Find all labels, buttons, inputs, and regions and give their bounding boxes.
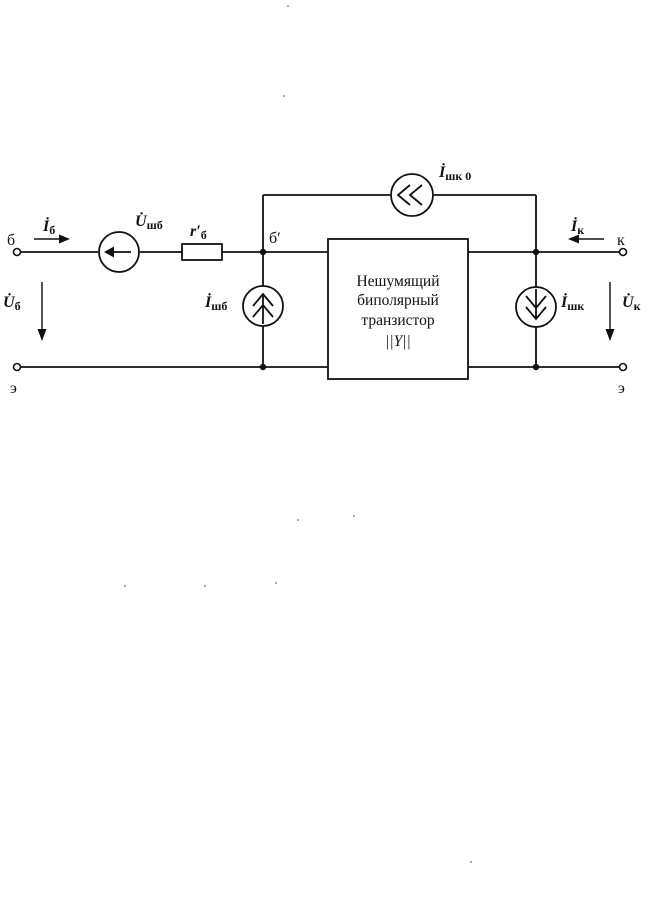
terminal-emitter-right	[618, 362, 628, 372]
voltage-noise-source	[98, 231, 140, 273]
labels: б э к э б′ İб U̇шб r′б U̇б İшб İшк 0 İк	[3, 162, 641, 397]
transistor-box	[327, 238, 469, 380]
label-feedback-noise-current: İшк 0	[438, 162, 471, 183]
label-collector-noise-current: İшк	[560, 292, 584, 313]
terminal-base	[12, 247, 22, 257]
transistor-label-line3: транзистор	[361, 312, 435, 329]
node-label-internal-base: б′	[269, 230, 281, 247]
label-base-noise-voltage: U̇шб	[135, 212, 163, 232]
direction-arrows	[34, 234, 615, 341]
label-base-current: İб	[42, 216, 55, 237]
label-base-noise-current: İшб	[204, 292, 227, 313]
terminal-label-emitter-right: э	[618, 380, 625, 397]
scan-specks	[124, 5, 472, 863]
current-noise-source-base	[242, 285, 284, 327]
label-base-resistance: r′б	[190, 223, 207, 242]
current-noise-source-collector	[515, 286, 557, 328]
wires	[20, 194, 620, 368]
label-base-voltage: U̇б	[3, 293, 21, 313]
transistor-label-line1: Нешумящий	[356, 273, 439, 290]
junction-dots	[259, 248, 540, 371]
terminal-collector	[618, 247, 628, 257]
terminal-label-emitter-left: э	[10, 380, 17, 397]
current-noise-source-feedback	[390, 173, 434, 217]
label-collector-voltage: U̇к	[622, 293, 641, 313]
terminal-emitter-left	[12, 362, 22, 372]
transistor-label-line2: биполярный	[357, 292, 439, 309]
terminal-label-base: б	[7, 232, 15, 249]
label-collector-current: İк	[570, 216, 584, 237]
terminal-label-collector: к	[617, 232, 625, 249]
terminals	[12, 247, 628, 372]
transistor-label-line4: ||Y||	[385, 333, 411, 350]
base-resistor	[181, 243, 223, 261]
